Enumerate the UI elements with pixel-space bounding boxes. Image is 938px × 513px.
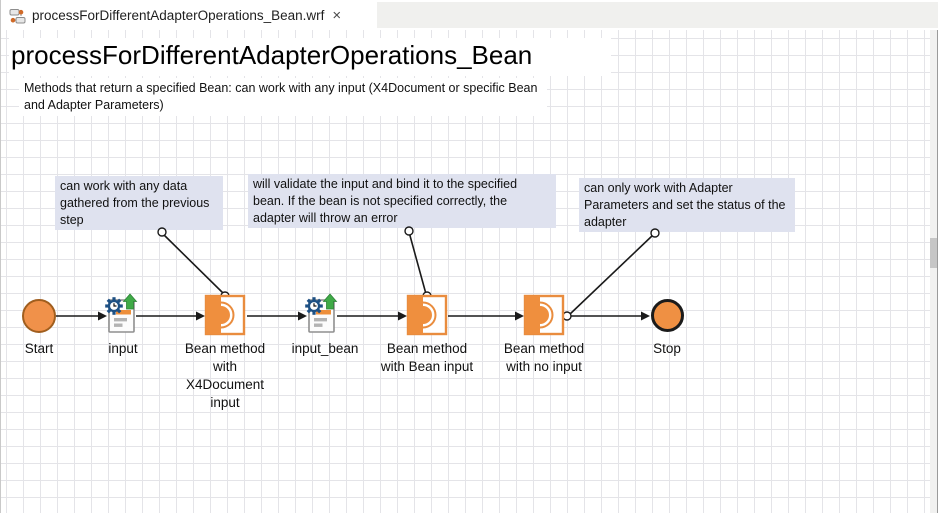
node-label: input [108,341,138,356]
tab-title: processForDifferentAdapterOperations_Bea… [32,7,325,23]
upload-arrow-icon [322,293,338,310]
node-label: Bean method with no input [503,341,585,374]
bean-method-no-input-node[interactable] [523,294,565,336]
puzzle-adapter-icon [204,294,246,336]
document-mapping-icon [305,293,338,333]
annotation-note[interactable]: can work with any data gathered from the… [55,176,223,230]
annotation-note[interactable]: will validate the input and bind it to t… [248,174,556,228]
vertical-scrollbar [930,30,937,513]
process-description: Methods that return a specified Bean: ca… [19,78,547,116]
arrowheads [98,311,650,321]
bean-method-x4document-node[interactable] [204,294,246,336]
workflow-file-icon [9,7,26,24]
editor-tab[interactable]: processForDifferentAdapterOperations_Bea… [2,0,376,30]
stop-node[interactable] [651,299,684,332]
scrollbar-thumb[interactable] [930,238,937,268]
input-mapping-node[interactable] [103,293,139,335]
input-bean-mapping-node[interactable] [303,293,339,335]
workflow-canvas: processForDifferentAdapterOperations_Bea… [1,30,938,513]
tab-bar-filler [377,2,938,28]
gear-clock-icon [305,297,323,315]
editor-tab-bar: processForDifferentAdapterOperations_Bea… [1,0,938,30]
puzzle-adapter-icon [523,294,565,336]
start-node[interactable] [22,299,56,333]
annotation-note[interactable]: can only work with Adapter Parameters an… [579,178,795,232]
node-label: Bean method with X4Document input [184,341,266,410]
bean-method-bean-input-node[interactable] [406,294,448,336]
process-title: processForDifferentAdapterOperations_Bea… [9,38,611,76]
puzzle-adapter-icon [406,294,448,336]
node-label: Start [24,341,54,356]
close-icon[interactable]: × [332,6,342,24]
upload-arrow-icon [122,293,138,310]
gear-clock-icon [105,297,123,315]
node-label: Stop [653,341,681,356]
node-label: input_bean [291,341,359,356]
node-label: Bean method with Bean input [380,341,474,374]
document-mapping-icon [105,293,138,333]
